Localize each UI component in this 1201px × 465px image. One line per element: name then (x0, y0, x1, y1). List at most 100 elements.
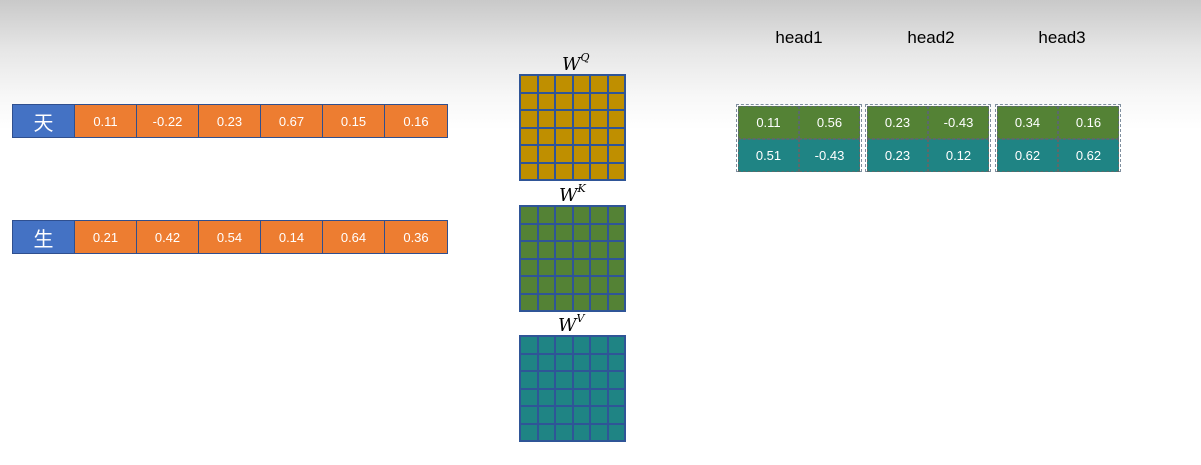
matrix-cell (607, 162, 625, 180)
matrix-cell (607, 371, 625, 389)
embedding-cell: -0.22 (137, 105, 199, 137)
matrix-cell (590, 92, 608, 110)
matrix-cell (520, 241, 538, 259)
matrix-cell (607, 258, 625, 276)
matrix-cell (572, 145, 590, 163)
wv-matrix (519, 335, 626, 442)
embedding-cell: 0.11 (75, 105, 137, 137)
matrix-cell (520, 206, 538, 224)
matrix-cell (590, 223, 608, 241)
head-cell: 0.62 (1058, 139, 1119, 172)
matrix-cell (590, 258, 608, 276)
matrix-cell (555, 110, 573, 128)
matrix-cell (537, 423, 555, 441)
matrix-cell (537, 406, 555, 424)
head-row-v: 0.62 0.62 (997, 139, 1119, 172)
matrix-cell (590, 127, 608, 145)
embedding-cell: 0.14 (261, 221, 323, 253)
head-row-q: 0.11 0.56 (738, 106, 860, 139)
matrix-cell (537, 336, 555, 354)
matrix-cell (607, 145, 625, 163)
head-cell: 0.62 (997, 139, 1058, 172)
matrix-cell (607, 241, 625, 259)
matrix-cell (590, 206, 608, 224)
matrix-cell (520, 423, 538, 441)
matrix-cell (555, 127, 573, 145)
matrix-cell (537, 241, 555, 259)
matrix-cell (537, 92, 555, 110)
matrix-cell (607, 353, 625, 371)
matrix-cell (555, 145, 573, 163)
matrix-cell (520, 110, 538, 128)
head-row-q: 0.23 -0.43 (867, 106, 989, 139)
matrix-cell (520, 127, 538, 145)
matrix-cell (590, 371, 608, 389)
matrix-cell (607, 388, 625, 406)
matrix-cell (537, 162, 555, 180)
wk-label: WK (559, 182, 586, 206)
matrix-cell (607, 336, 625, 354)
matrix-cell (537, 145, 555, 163)
matrix-cell (607, 223, 625, 241)
matrix-cell (590, 162, 608, 180)
matrix-cell (590, 388, 608, 406)
matrix-cell (572, 293, 590, 311)
matrix-cell (537, 371, 555, 389)
matrix-cell (537, 206, 555, 224)
head-row-v: 0.51 -0.43 (738, 139, 860, 172)
matrix-cell (607, 92, 625, 110)
matrix-cell (572, 276, 590, 294)
matrix-cell (537, 276, 555, 294)
matrix-cell (555, 75, 573, 93)
matrix-cell (590, 75, 608, 93)
matrix-cell (520, 223, 538, 241)
matrix-cell (520, 162, 538, 180)
matrix-cell (590, 293, 608, 311)
matrix-cell (520, 388, 538, 406)
matrix-cell (607, 293, 625, 311)
token-row-sheng: 生 0.21 0.42 0.54 0.14 0.64 0.36 (12, 220, 448, 254)
head-cell: -0.43 (928, 106, 989, 139)
embedding-cell: 0.21 (75, 221, 137, 253)
head2-block: 0.23 -0.43 0.23 0.12 (865, 104, 991, 172)
matrix-cell (555, 371, 573, 389)
matrix-cell (572, 388, 590, 406)
matrix-cell (572, 127, 590, 145)
head-cell: -0.43 (799, 139, 860, 172)
matrix-cell (537, 223, 555, 241)
matrix-cell (572, 258, 590, 276)
matrix-cell (607, 206, 625, 224)
matrix-cell (607, 127, 625, 145)
matrix-cell (555, 206, 573, 224)
wq-matrix (519, 74, 626, 181)
matrix-cell (590, 145, 608, 163)
matrix-cell (555, 162, 573, 180)
matrix-cell (520, 336, 538, 354)
matrix-cell (555, 241, 573, 259)
matrix-cell (590, 423, 608, 441)
head1-title: head1 (775, 28, 823, 47)
matrix-cell (520, 371, 538, 389)
matrix-cell (537, 258, 555, 276)
embedding-cell: 0.16 (385, 105, 447, 137)
embedding-cell: 0.64 (323, 221, 385, 253)
embedding-cell: 0.54 (199, 221, 261, 253)
matrix-cell (572, 92, 590, 110)
head-cell: 0.23 (867, 139, 928, 172)
matrix-cell (555, 336, 573, 354)
matrix-cell (520, 293, 538, 311)
matrix-cell (520, 353, 538, 371)
wq-label: WQ (562, 51, 590, 75)
matrix-cell (607, 276, 625, 294)
matrix-cell (572, 110, 590, 128)
head1-block: 0.11 0.56 0.51 -0.43 (736, 104, 862, 172)
head2-title: head2 (907, 28, 955, 47)
head-cell: 0.23 (867, 106, 928, 139)
head3-title: head3 (1038, 28, 1086, 47)
token-row-tian: 天 0.11 -0.22 0.23 0.67 0.15 0.16 (12, 104, 448, 138)
head-cell: 0.51 (738, 139, 799, 172)
matrix-cell (590, 406, 608, 424)
matrix-cell (520, 406, 538, 424)
head-row-v: 0.23 0.12 (867, 139, 989, 172)
embedding-cell: 0.67 (261, 105, 323, 137)
